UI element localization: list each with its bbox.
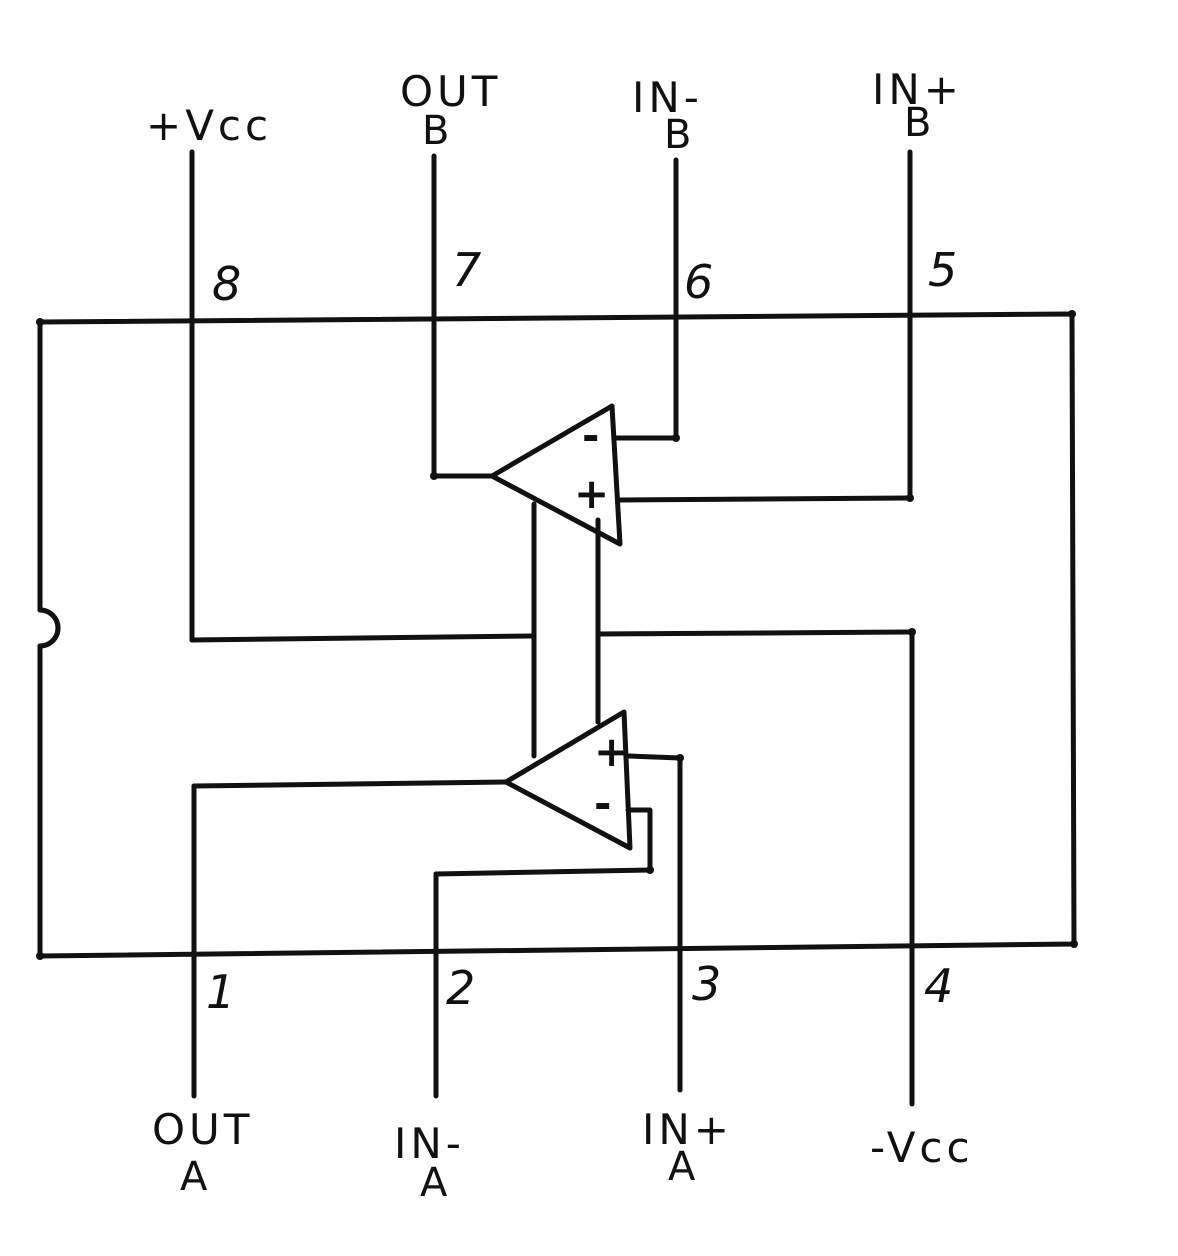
pin-4-name: -Vcc [870,1123,974,1172]
pin-2-sub: A [420,1160,448,1206]
pin-3-number: 3 [692,957,721,1011]
pin-8-number: 8 [212,257,241,311]
pin-1-sub: A [180,1154,208,1200]
pin-6-sub: B [664,112,691,158]
opamp-b-triangle [489,403,623,547]
junction-dot [1068,310,1076,318]
pin-1-name: OUT [152,1105,253,1154]
junction-dot [676,754,684,762]
pin-2-name: IN- [394,1119,465,1168]
pin-6-number: 6 [684,255,713,309]
junction-dot [646,866,654,874]
vcc-positive-rail [189,633,535,643]
pin-4-number: 4 [924,959,953,1013]
junction-dot [36,952,44,960]
opamp-b-noninverting-wire [617,495,913,503]
junction-dot [672,434,680,442]
junction-dot [36,318,44,326]
junction-dot [908,628,916,636]
pin-1-number: 1 [206,965,235,1019]
package-notch [37,607,61,649]
pin-3-sub: A [668,1144,696,1190]
opamp-a-output-wire [191,779,509,789]
opamp-a-triangle [503,709,633,851]
pin-8-name: +Vcc [146,101,272,150]
pin-7-sub: B [422,108,449,154]
opamp-b-minus-sign: - [582,411,599,460]
pin-5-sub: B [904,100,931,146]
opamp-a-noninverting-wire [625,753,683,761]
pin-3-name: IN+ [642,1105,733,1154]
opamp-a-minus-sign: - [594,779,611,828]
pin-7-number: 7 [452,243,481,297]
vcc-negative-rail [595,629,915,637]
junction-dot [1070,940,1078,948]
opamp-a-plus-sign: + [594,727,629,776]
pin-5-name: IN+ [872,65,963,114]
opamp-b-plus-sign: + [574,469,609,518]
pin-2-number: 2 [446,961,475,1015]
junction-dot [906,494,914,502]
opamp-a-inverting-wire [433,807,653,877]
pin-6-name: IN- [632,73,703,122]
pin-7-name: OUT [400,67,501,116]
junction-dot [430,472,438,480]
pin-5-number: 5 [928,243,957,297]
